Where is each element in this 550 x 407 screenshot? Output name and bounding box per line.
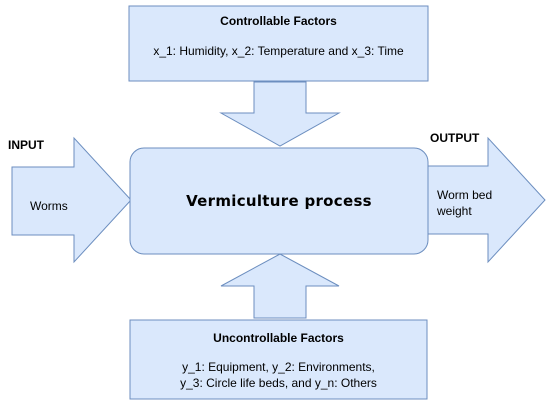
controllable-factors-title: Controllable Factors <box>220 14 337 28</box>
uncontrollable-factors-detail-line2: y_3: Circle life beds, and y_n: Others <box>180 376 377 390</box>
uncontrollable-factors-box <box>129 319 428 400</box>
uncontrollable-up-arrow <box>220 253 340 319</box>
controllable-factors-box <box>128 5 429 82</box>
input-arrow <box>11 136 132 264</box>
input-arrow-label: Worms <box>30 199 68 213</box>
controllable-factors-detail: x_1: Humidity, x_2: Temperature and x_3:… <box>153 44 404 58</box>
output-arrow-label-line2: weight <box>437 204 472 218</box>
controllable-down-arrow <box>219 81 341 147</box>
input-heading: INPUT <box>8 138 44 152</box>
process-label: Vermiculture process <box>186 192 372 210</box>
uncontrollable-factors-title: Uncontrollable Factors <box>213 331 344 345</box>
output-heading: OUTPUT <box>430 131 480 145</box>
uncontrollable-factors-detail-line1: y_1: Equipment, y_2: Environments, <box>182 360 375 374</box>
output-arrow-label-line1: Worm bed <box>437 188 493 202</box>
output-arrow <box>427 136 546 264</box>
